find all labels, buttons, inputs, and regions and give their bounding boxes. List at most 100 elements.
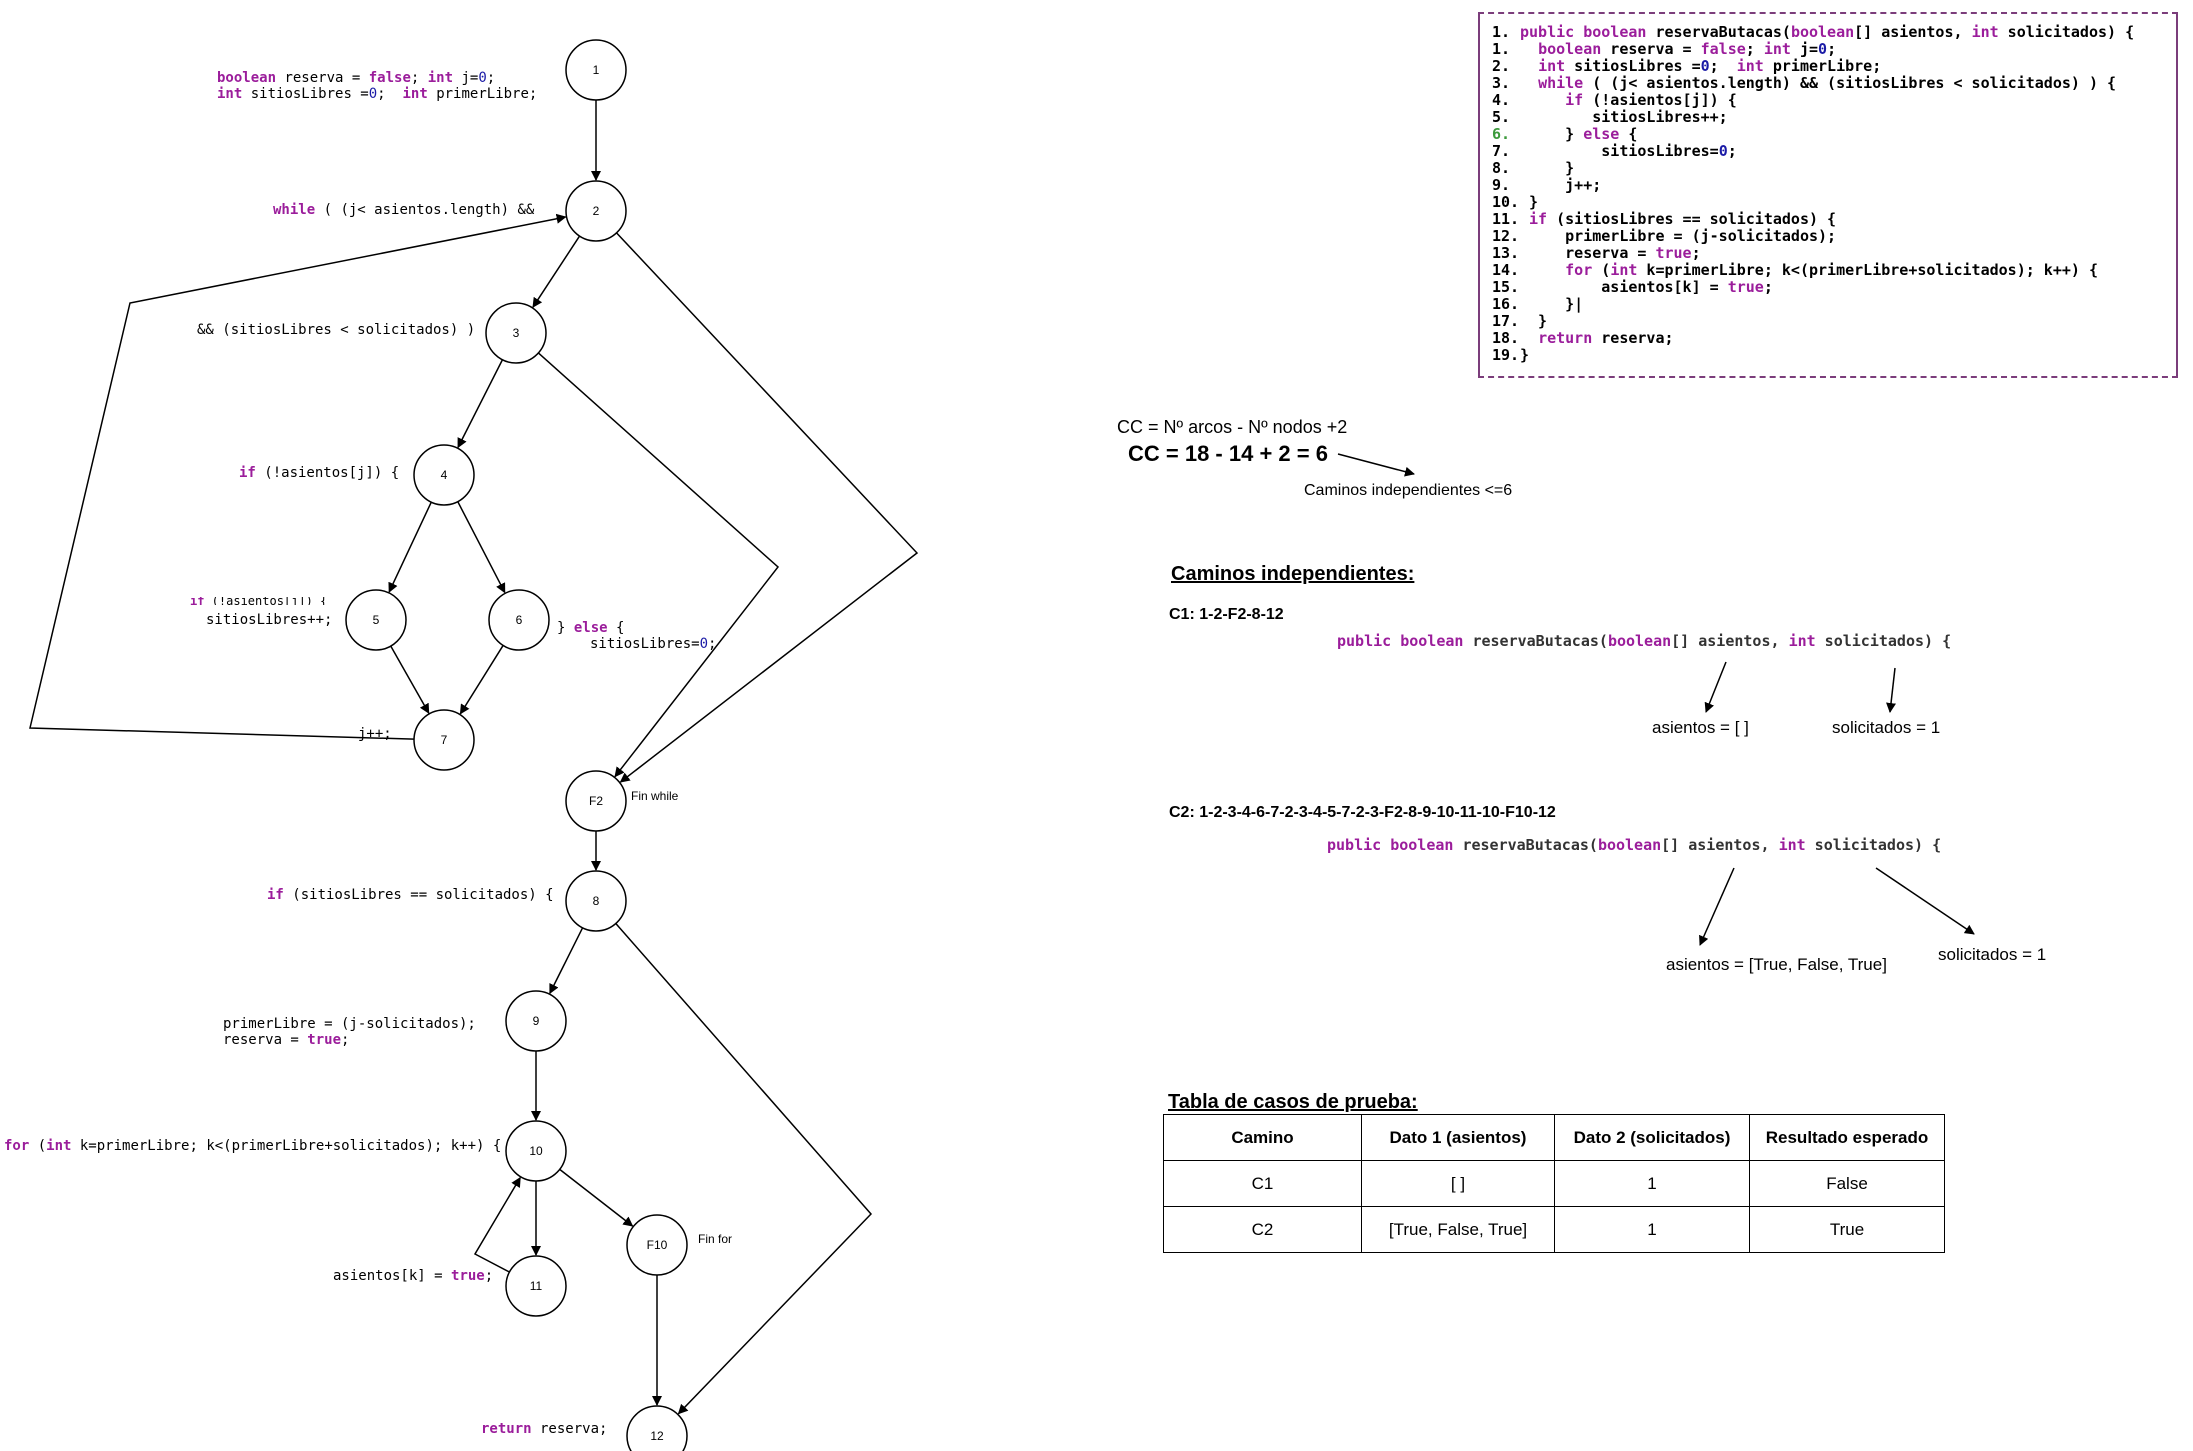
code-line: 14. for (int k=primerLibre; k<(primerLib… (1492, 262, 2176, 279)
code-text: while ( (j< asientos.length) && (sitiosL… (1538, 74, 2117, 92)
line-number: 10. (1492, 193, 1520, 211)
code-line: 9. j++; (1492, 177, 2176, 194)
node-2-annotation: while ( (j< asientos.length) && (273, 202, 535, 218)
node-3-annotation: && (sitiosLibres < solicitados) ) (197, 322, 476, 338)
cc-note: Caminos independientes <=6 (1304, 482, 1513, 499)
node-9-annotation: primerLibre = (j-solicitados); reserva =… (223, 1000, 476, 1048)
path-c1-label: C1: 1-2-F2-8-12 (1169, 606, 1284, 623)
line-number: 7. (1492, 142, 1511, 160)
line-number: 6. (1492, 125, 1511, 143)
code-line: 17. } (1492, 313, 2176, 330)
code-line: 1. boolean reserva = false; int j=0; (1492, 41, 2176, 58)
n6-line1: } else { (557, 620, 625, 636)
code-text: if (sitiosLibres == solicitados) { (1529, 210, 1837, 228)
line-number: 3. (1492, 74, 1511, 92)
code-text: } (1520, 346, 1530, 364)
code-text: } (1520, 193, 1539, 211)
code-text: } (1520, 159, 1575, 177)
node-4-annotation: if (!asientos[j]) { (239, 465, 400, 481)
line-number: 14. (1492, 261, 1520, 279)
node-n1-circle (565, 39, 627, 101)
edge-n8-n9 (549, 927, 584, 995)
code-line: 2. int sitiosLibres =0; int primerLibre; (1492, 58, 2176, 75)
cell: 1 (1554, 1160, 1750, 1207)
node-nF2-circle (565, 770, 627, 832)
source-code-panel: 1. public boolean reservaButacas(boolean[… (1478, 12, 2178, 378)
node-nF10-label: F10 (647, 1238, 668, 1252)
cell: C2 (1163, 1206, 1362, 1253)
code-text: primerLibre = (j-solicitados); (1520, 227, 1837, 245)
n1-line2: int sitiosLibres =0; int primerLibre; (217, 86, 538, 102)
line-number: 1. (1492, 40, 1511, 58)
edge-n5-n7 (390, 645, 430, 714)
node-n3-circle (485, 302, 547, 364)
node-n4-label: 4 (441, 468, 448, 482)
line-number: 9. (1492, 176, 1511, 194)
node-7-annotation: j++; (358, 726, 392, 742)
col-camino: Camino (1163, 1114, 1362, 1161)
edge-n2-n3 (532, 235, 581, 308)
edge-n4-n5 (388, 501, 432, 593)
path-c1-signature: public boolean reservaButacas(boolean[] … (1337, 632, 1952, 650)
node-10-annotation: for (int k=primerLibre; k<(primerLibre+s… (4, 1138, 502, 1154)
line-number: 17. (1492, 312, 1520, 330)
node-n3-label: 3 (513, 326, 520, 340)
table-heading: Tabla de casos de prueba: (1168, 1091, 1418, 1113)
edge-n10-nF10 (559, 1168, 634, 1227)
node-6-annotation: } else { sitiosLibres=0; (557, 604, 716, 652)
code-line: 8. } (1492, 160, 2176, 177)
node-11-annotation: asientos[k] = true; (333, 1268, 494, 1284)
node-n11-circle (505, 1255, 567, 1317)
cell: [ ] (1361, 1160, 1555, 1207)
code-line: 1.public boolean reservaButacas(boolean[… (1492, 24, 2176, 41)
code-line: 18. return reserva; (1492, 330, 2176, 347)
code-text: boolean reserva = false; int j=0; (1538, 40, 1837, 58)
node-n5-circle (345, 589, 407, 651)
node-n1-label: 1 (593, 63, 600, 77)
cell: 1 (1554, 1206, 1750, 1253)
table-row: C1 [ ] 1 False (1163, 1160, 1945, 1207)
node-n4-circle (413, 444, 475, 506)
node-n12-label: 12 (650, 1429, 664, 1443)
line-number: 4. (1492, 91, 1511, 109)
code-text: public boolean reservaButacas(boolean[] … (1520, 23, 2135, 41)
table-row: C2 [True, False, True] 1 True (1163, 1206, 1945, 1253)
node-n8-circle (565, 870, 627, 932)
n9-line1: primerLibre = (j-solicitados); (223, 1016, 476, 1032)
node-12-annotation: return reserva; (481, 1421, 608, 1437)
line-number: 12. (1492, 227, 1520, 245)
line-number: 8. (1492, 159, 1511, 177)
code-line: 5. sitiosLibres++; (1492, 109, 2176, 126)
code-text: for (int k=primerLibre; k<(primerLibre+s… (1565, 261, 2098, 279)
edge-n7-n2 (29, 213, 567, 740)
line-number: 16. (1492, 295, 1520, 313)
cell: True (1749, 1206, 1945, 1253)
col-dato1: Dato 1 (asientos) (1361, 1114, 1555, 1161)
path-c2-label: C2: 1-2-3-4-6-7-2-3-4-5-7-2-3-F2-8-9-10-… (1169, 804, 1556, 821)
code-text: j++; (1520, 176, 1602, 194)
node-n7-circle (413, 709, 475, 771)
code-text: int sitiosLibres =0; int primerLibre; (1538, 57, 1882, 75)
node-n12-circle (626, 1405, 688, 1451)
cc-formula: CC = Nº arcos - Nº nodos +2 (1117, 417, 1348, 437)
col-resultado: Resultado esperado (1749, 1114, 1945, 1161)
node-8-annotation: if (sitiosLibres == solicitados) { (267, 887, 554, 903)
node-n6-label: 6 (516, 613, 523, 627)
c1-solicitados-value: solicitados = 1 (1832, 718, 1941, 737)
node-n2-label: 2 (593, 204, 600, 218)
node-n8-label: 8 (593, 894, 600, 908)
cell: C1 (1163, 1160, 1362, 1207)
c2-asientos-value: asientos = [True, False, True] (1666, 955, 1887, 974)
cc-result: CC = 18 - 14 + 2 = 6 (1128, 441, 1328, 466)
line-number: 2. (1492, 57, 1511, 75)
edge-n11-n10 (473, 1176, 521, 1273)
edge-n3-nF2 (537, 352, 780, 778)
edge-n4-n6 (457, 501, 506, 594)
cell: [True, False, True] (1361, 1206, 1555, 1253)
code-line: 11. if (sitiosLibres == solicitados) { (1492, 211, 2176, 228)
edge-n3-n4 (457, 359, 504, 449)
code-line: 13. reserva = true; (1492, 245, 2176, 262)
code-text: asientos[k] = true; (1520, 278, 1773, 296)
table-header-row: Camino Dato 1 (asientos) Dato 2 (solicit… (1163, 1114, 1945, 1161)
